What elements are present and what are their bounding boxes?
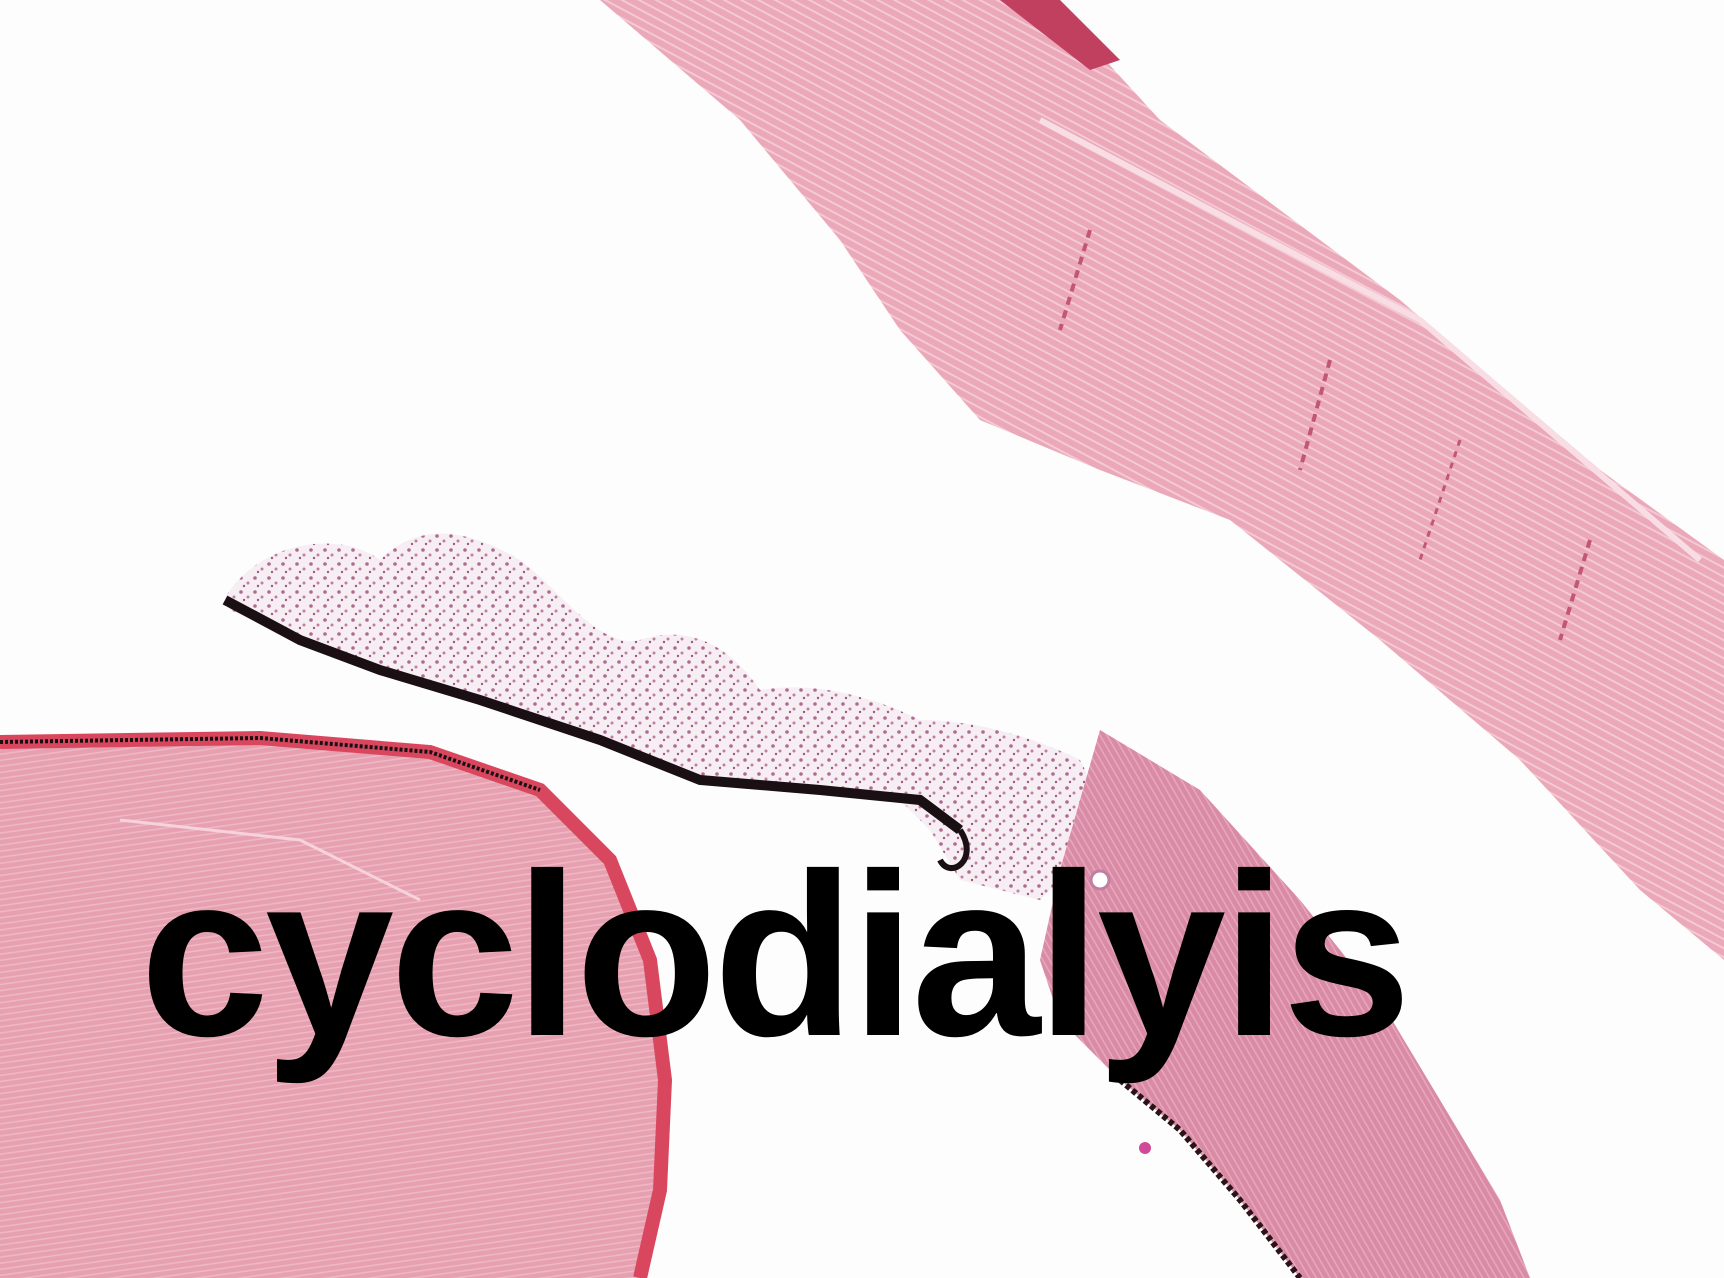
- ciliary-muscle: [1040, 730, 1530, 1278]
- caption-label: cyclodialyis: [140, 826, 1411, 1085]
- lens: [0, 730, 673, 1278]
- ciliary-body: [222, 533, 1100, 900]
- sclera-band: [600, 0, 1724, 960]
